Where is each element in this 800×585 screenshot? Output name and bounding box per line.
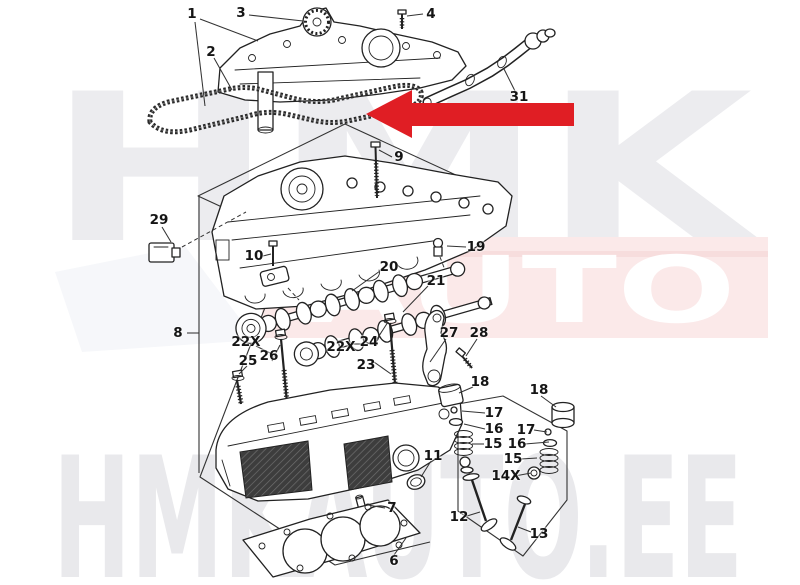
bracket-arm-27 <box>422 309 448 387</box>
oil-filler-cap <box>302 7 332 37</box>
cam-sensor-10 <box>259 240 300 301</box>
valve-train-right <box>499 401 575 551</box>
background-streak <box>55 246 256 352</box>
solenoid-29 <box>148 211 247 263</box>
watermark-pink-band-edge <box>262 251 768 257</box>
cylinder-head <box>215 382 463 510</box>
bolt-28 <box>455 347 473 369</box>
breather-hose <box>422 28 556 109</box>
head-gasket <box>242 499 421 578</box>
seal-ring-11 <box>406 474 426 490</box>
carrier-bolt <box>370 141 381 199</box>
camshaft-exhaust <box>293 296 493 367</box>
stem-seal-14x <box>527 466 541 480</box>
valve-cover <box>217 7 467 134</box>
bolt-26 <box>274 328 290 404</box>
spark-plug-tube <box>257 71 274 134</box>
red-arrow-pointer <box>366 90 574 138</box>
bolt-25 <box>231 369 245 405</box>
camshaft-intake <box>235 261 466 345</box>
plug-19 <box>432 237 446 271</box>
leader-lines <box>161 13 557 556</box>
cover-bolt <box>397 9 407 29</box>
valve-cover-gasket <box>147 82 424 135</box>
valve-train-left <box>438 383 498 532</box>
valve-group-box <box>457 395 568 557</box>
